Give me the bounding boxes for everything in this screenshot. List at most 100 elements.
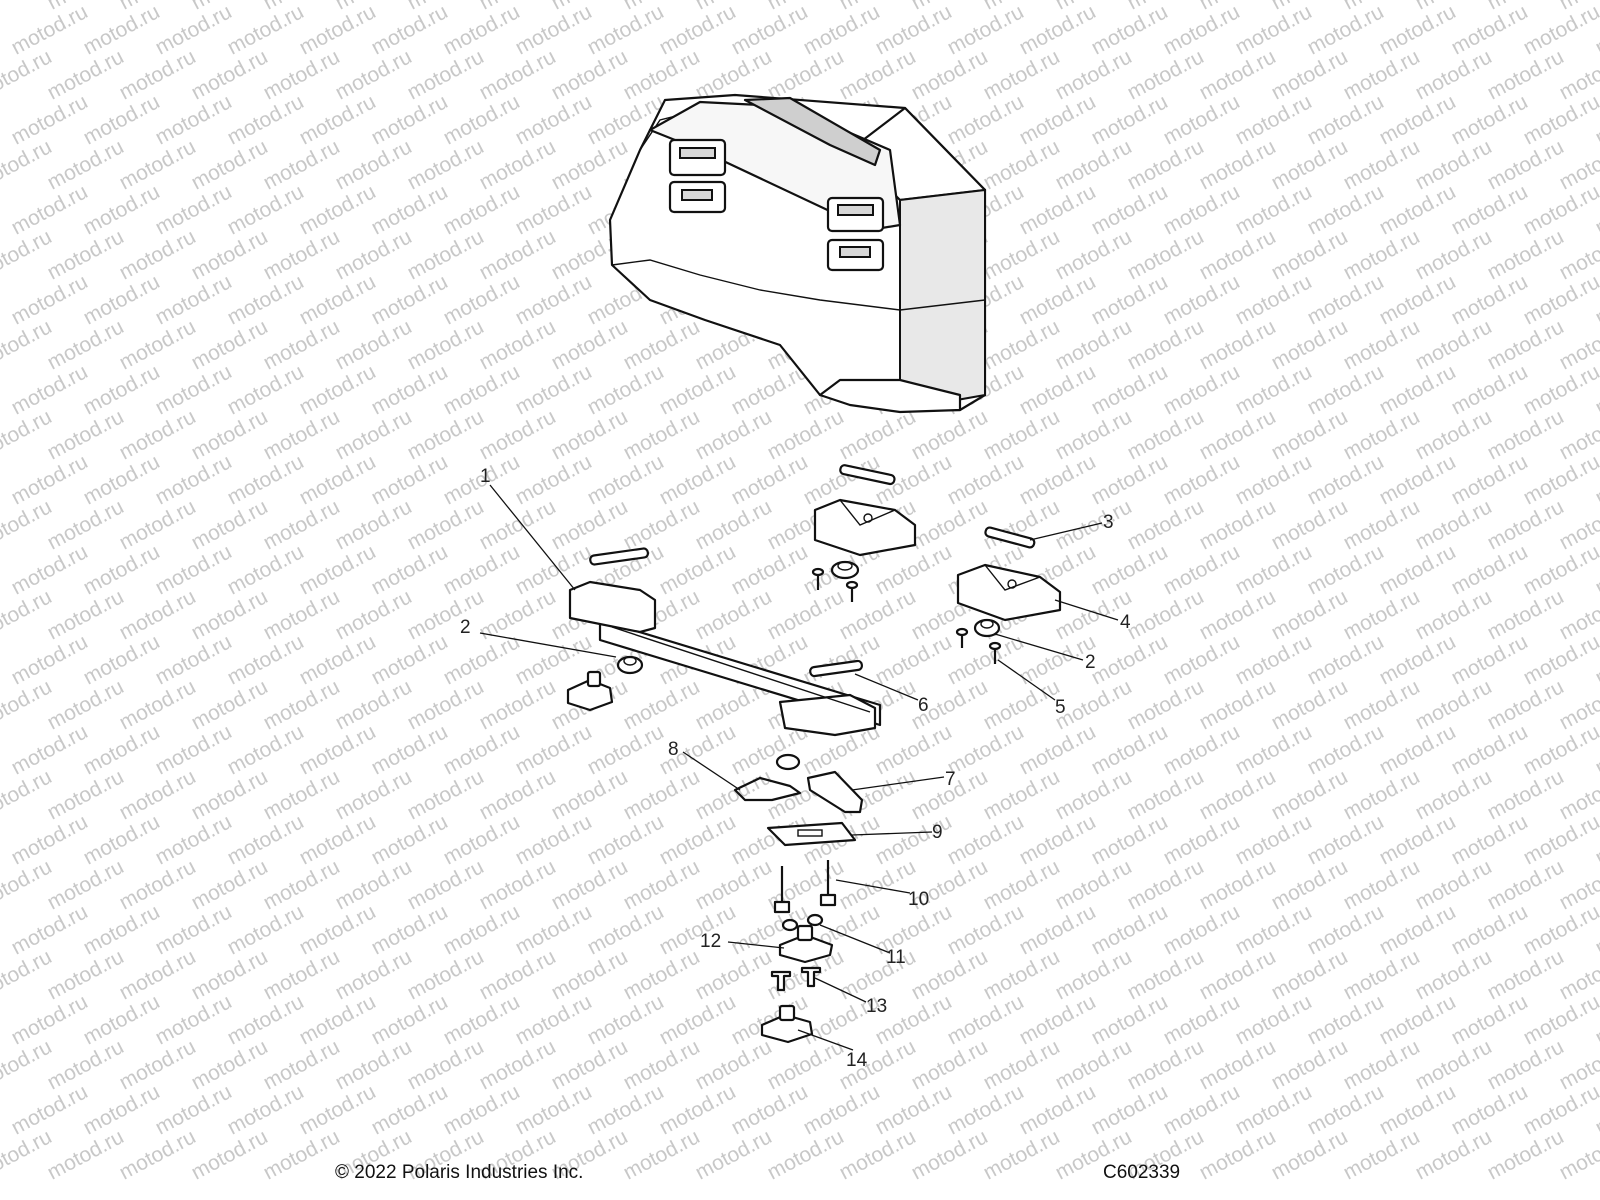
watermark-text: motod.ru bbox=[1520, 1080, 1600, 1139]
watermark-text: motod.ru bbox=[512, 90, 596, 149]
watermark-text: motod.ru bbox=[1376, 810, 1460, 869]
watermark-text: motod.ru bbox=[224, 990, 308, 1049]
watermark-text: motod.ru bbox=[296, 540, 380, 599]
watermark-text: motod.ru bbox=[1304, 270, 1388, 329]
watermark-text: motod.ru bbox=[692, 585, 776, 644]
watermark-text: motod.ru bbox=[1268, 135, 1352, 194]
watermark-text: motod.ru bbox=[332, 1035, 416, 1094]
watermark-text: motod.ru bbox=[836, 855, 920, 914]
watermark-text: motod.ru bbox=[8, 720, 92, 779]
watermark-text: motod.ru bbox=[80, 900, 164, 959]
buckle-right bbox=[826, 196, 885, 272]
watermark-text: motod.ru bbox=[1412, 675, 1496, 734]
watermark-text: motod.ru bbox=[1412, 765, 1496, 824]
watermark-text: motod.ru bbox=[152, 450, 236, 509]
watermark-text: motod.ru bbox=[188, 45, 272, 104]
watermark-text: motod.ru bbox=[404, 405, 488, 464]
watermark-text: motod.ru bbox=[332, 315, 416, 374]
watermark-text: motod.ru bbox=[512, 0, 596, 59]
watermark-text: motod.ru bbox=[44, 855, 128, 914]
watermark-text: motod.ru bbox=[980, 1035, 1064, 1094]
watermark-text: motod.ru bbox=[1520, 540, 1600, 599]
watermark-text: motod.ru bbox=[1340, 945, 1424, 1004]
watermark-text: motod.ru bbox=[0, 135, 56, 194]
watermark-text: motod.ru bbox=[656, 990, 740, 1049]
watermark-text: motod.ru bbox=[188, 225, 272, 284]
watermark-text: motod.ru bbox=[1268, 405, 1352, 464]
watermark-text: motod.ru bbox=[260, 315, 344, 374]
watermark-text: motod.ru bbox=[404, 1035, 488, 1094]
watermark-text: motod.ru bbox=[980, 855, 1064, 914]
watermark-text: motod.ru bbox=[908, 1125, 992, 1184]
watermark-text: motod.ru bbox=[944, 900, 1028, 959]
callout-leaders bbox=[479, 484, 1119, 1051]
watermark-text: motod.ru bbox=[8, 360, 92, 419]
watermark-text: motod.ru bbox=[44, 945, 128, 1004]
watermark-text: motod.ru bbox=[656, 540, 740, 599]
watermark-text: motod.ru bbox=[80, 180, 164, 239]
watermark-text: motod.ru bbox=[980, 45, 1064, 104]
watermark-text: motod.ru bbox=[152, 810, 236, 869]
watermark-text: motod.ru bbox=[1448, 270, 1532, 329]
watermark-text: motod.ru bbox=[260, 135, 344, 194]
watermark-text: motod.ru bbox=[44, 675, 128, 734]
watermark-text: motod.ru bbox=[692, 405, 776, 464]
watermark-text: motod.ru bbox=[404, 135, 488, 194]
watermark-text: motod.ru bbox=[1484, 495, 1568, 554]
watermark-text: motod.ru bbox=[1520, 810, 1600, 869]
watermark-text: motod.ru bbox=[764, 585, 848, 644]
watermark-text: motod.ru bbox=[188, 1035, 272, 1094]
watermark-text: motod.ru bbox=[0, 315, 56, 374]
watermark-text: motod.ru bbox=[224, 720, 308, 779]
watermark-text: motod.ru bbox=[944, 990, 1028, 1049]
watermark-text: motod.ru bbox=[548, 315, 632, 374]
watermark-text: motod.ru bbox=[404, 585, 488, 644]
watermark-text: motod.ru bbox=[620, 405, 704, 464]
watermark-text: motod.ru bbox=[1484, 135, 1568, 194]
watermark-text: motod.ru bbox=[1268, 855, 1352, 914]
watermark-text: motod.ru bbox=[1412, 315, 1496, 374]
watermark-text: motod.ru bbox=[188, 945, 272, 1004]
watermark-text: motod.ru bbox=[980, 315, 1064, 374]
watermark-text: motod.ru bbox=[1232, 630, 1316, 689]
watermark-text: motod.ru bbox=[584, 360, 668, 419]
link-strap-d bbox=[809, 659, 864, 678]
watermark-text: motod.ru bbox=[656, 360, 740, 419]
watermark-text: motod.ru bbox=[116, 945, 200, 1004]
watermark-text: motod.ru bbox=[620, 855, 704, 914]
watermark-text: motod.ru bbox=[368, 270, 452, 329]
watermark-text: motod.ru bbox=[1124, 675, 1208, 734]
watermark-text: motod.ru bbox=[332, 945, 416, 1004]
watermark-text: motod.ru bbox=[116, 495, 200, 554]
watermark-text: motod.ru bbox=[1520, 360, 1600, 419]
watermark-text: motod.ru bbox=[80, 450, 164, 509]
left-foot-plate bbox=[566, 670, 614, 712]
base-plate bbox=[766, 821, 857, 847]
watermark-text: motod.ru bbox=[116, 45, 200, 104]
watermark-text: motod.ru bbox=[152, 360, 236, 419]
watermark-text: motod.ru bbox=[980, 675, 1064, 734]
watermark-text: motod.ru bbox=[1016, 90, 1100, 149]
watermark-text: motod.ru bbox=[764, 405, 848, 464]
watermark-text: motod.ru bbox=[8, 90, 92, 149]
watermark-text: motod.ru bbox=[0, 675, 56, 734]
watermark-text: motod.ru bbox=[548, 855, 632, 914]
spring-clip bbox=[733, 776, 802, 802]
watermark-text: motod.ru bbox=[1304, 360, 1388, 419]
watermark-text: motod.ru bbox=[1016, 1080, 1100, 1139]
watermark-text: motod.ru bbox=[872, 810, 956, 869]
watermark-text: motod.ru bbox=[584, 1080, 668, 1139]
watermark-text: motod.ru bbox=[980, 1125, 1064, 1184]
watermark-text: motod.ru bbox=[224, 630, 308, 689]
watermark-text: motod.ru bbox=[332, 225, 416, 284]
watermark-text: motod.ru bbox=[224, 360, 308, 419]
diagram-code: C602339 bbox=[1103, 1162, 1181, 1183]
watermark-text: motod.ru bbox=[1196, 855, 1280, 914]
watermark-text: motod.ru bbox=[188, 405, 272, 464]
watermark-text: motod.ru bbox=[1520, 900, 1600, 959]
watermark-text: motod.ru bbox=[1052, 1035, 1136, 1094]
mounting-rail bbox=[568, 580, 882, 737]
watermark-text: motod.ru bbox=[980, 945, 1064, 1004]
watermark-text: motod.ru bbox=[908, 1035, 992, 1094]
watermark-text: motod.ru bbox=[260, 585, 344, 644]
